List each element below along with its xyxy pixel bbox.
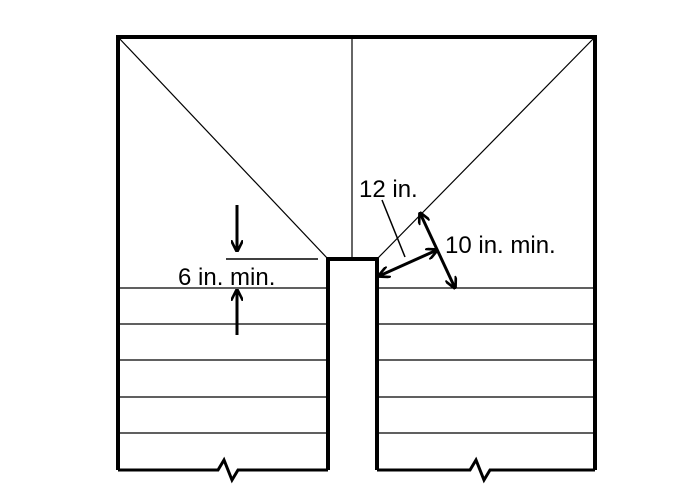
stair-outline	[116, 35, 597, 470]
treads-right	[377, 287, 595, 434]
treads-left	[118, 287, 328, 434]
tread-dimension-label: 10 in. min.	[445, 232, 556, 259]
break-line-left	[118, 456, 328, 484]
winder-line-right-diagonal	[376, 36, 596, 260]
center-newel-wall	[326, 257, 379, 470]
dimension-12in-arrow	[379, 250, 437, 276]
dimension-10in-arrow	[420, 213, 455, 288]
winder-line-left-diagonal	[117, 36, 329, 260]
riser-dimension-label: 6 in. min.	[178, 264, 275, 291]
break-line-right	[377, 456, 595, 484]
diagonal-dimension-label: 12 in.	[359, 176, 418, 203]
dimension-12in-leader	[381, 199, 406, 258]
